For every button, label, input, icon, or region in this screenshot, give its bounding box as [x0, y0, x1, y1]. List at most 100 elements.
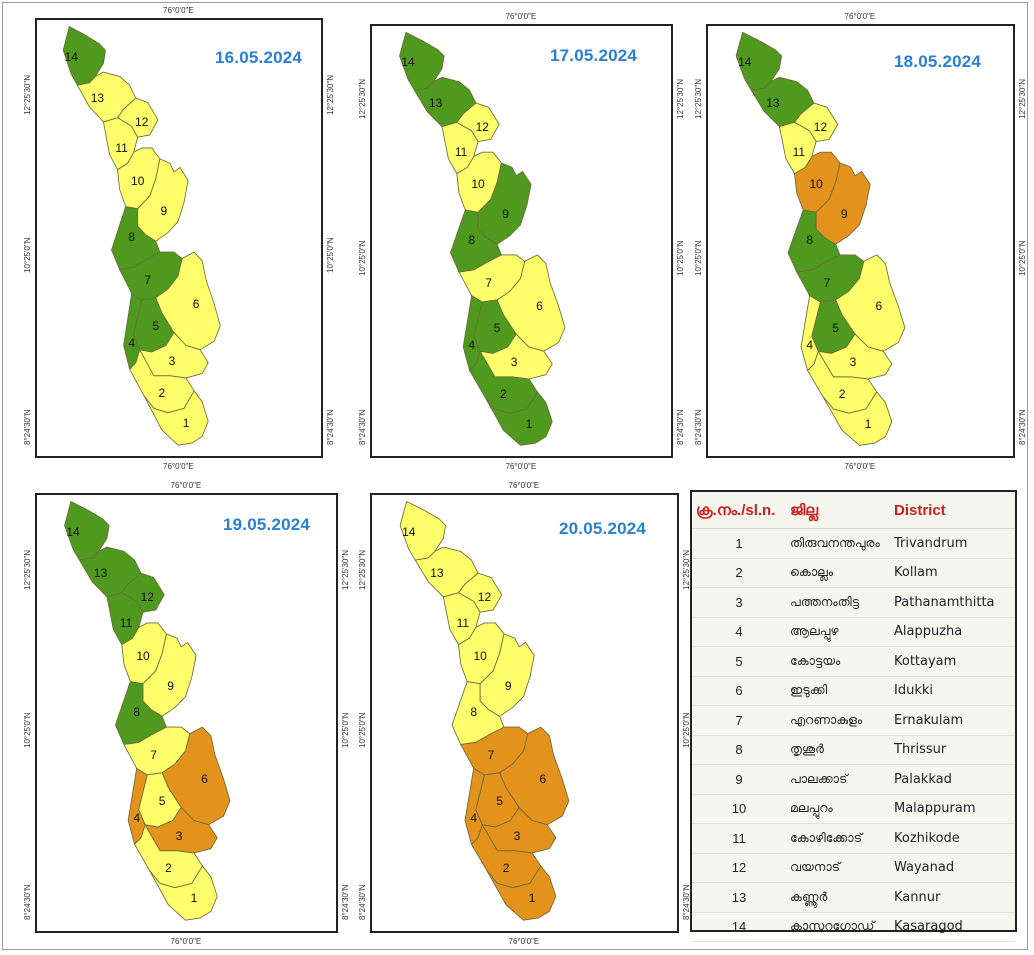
district-14: [735, 31, 783, 91]
longitude-label: 76°0'0"E: [844, 462, 876, 471]
latitude-label: 10°25'0"N: [326, 237, 335, 274]
legend-district-malayalam: ഇടുക്കി: [786, 676, 890, 706]
district-number-label: 9: [167, 678, 174, 693]
legend-district-malayalam: വയനാട്: [786, 853, 890, 883]
district-number-label: 10: [809, 177, 823, 192]
latitude-label: 10°25'0"N: [23, 712, 32, 749]
district-number-label: 5: [158, 793, 166, 808]
legend-district-malayalam: ആലപ്പുഴ: [786, 617, 890, 647]
district-number-label: 13: [430, 566, 444, 581]
district-14: [399, 500, 447, 561]
district-number-label: 4: [470, 811, 477, 826]
district-6: [496, 254, 566, 352]
district-number-label: 1: [528, 891, 536, 906]
district-number-label: 12: [475, 119, 489, 134]
legend-district-malayalam: പത്തനംതിട്ട: [786, 587, 890, 618]
latitude-label: 12°25'30"N: [326, 74, 335, 115]
latitude-label: 12°25'30"N: [1018, 79, 1027, 120]
latitude-label: 10°25'0"N: [358, 712, 367, 749]
legend-district-english: Kasaragod: [890, 912, 1015, 942]
legend-district-english: Palakkad: [890, 764, 1015, 795]
map-date-title: 16.05.2024: [215, 48, 303, 67]
header-serial-number: ക്ര.നം./sl.n.: [692, 492, 786, 529]
legend-serial-number: 2: [692, 558, 786, 588]
kerala-district-map: [399, 31, 566, 446]
legend-district-malayalam: പാലക്കാട്: [786, 764, 890, 795]
district-number-label: 14: [64, 49, 78, 64]
kerala-district-map: [735, 31, 906, 446]
legend-district-malayalam: കോഴിക്കോട്: [786, 823, 890, 854]
district-number-label: 3: [513, 828, 521, 843]
district-14: [399, 31, 445, 91]
district-number-label: 2: [165, 861, 172, 876]
district-number-label: 13: [428, 96, 443, 110]
district-number-label: 14: [401, 55, 415, 70]
district-number-label: 7: [487, 748, 495, 763]
district-number-label: 13: [90, 91, 105, 106]
longitude-label: 76°0'0"E: [170, 937, 202, 946]
legend-district-english: Idukki: [890, 676, 1015, 706]
legend-district-malayalam: കണ്ണൂർ: [786, 882, 890, 913]
district-14: [64, 500, 110, 561]
legend-district-malayalam: മലപ്പുറം: [786, 794, 890, 824]
district-number-label: 11: [115, 140, 128, 155]
longitude-label: 76°0'0"E: [163, 462, 194, 471]
district-number-label: 6: [201, 772, 208, 787]
district-number-label: 3: [849, 354, 857, 369]
latitude-label: 8°24'30"N: [694, 409, 703, 445]
district-number-label: 9: [504, 678, 512, 693]
district-number-label: 8: [133, 704, 140, 719]
district-number-label: 8: [468, 232, 475, 247]
district-9: [815, 162, 871, 245]
latitude-label: 8°24'30"N: [341, 884, 350, 920]
district-number-label: 4: [806, 337, 813, 352]
district-number-label: 4: [133, 811, 140, 826]
longitude-label: 76°0'0"E: [505, 12, 537, 21]
latitude-label: 10°25'0"N: [358, 240, 367, 276]
legend-serial-number: 12: [692, 853, 786, 883]
district-number-label: 12: [140, 589, 154, 604]
legend-district-english: Kannur: [890, 882, 1015, 913]
latitude-label: 12°25'30"N: [341, 549, 350, 590]
district-6: [161, 726, 231, 826]
latitude-label: 12°25'30"N: [694, 79, 703, 120]
legend-district-malayalam: എറണാകുളം: [786, 705, 890, 736]
district-number-label: 2: [838, 386, 846, 401]
district-number-label: 14: [738, 55, 752, 70]
district-number-label: 12: [813, 119, 828, 134]
legend-header-row: ക്ര.നം./sl.n. ജില്ല District: [692, 492, 1015, 529]
legend-district-english: Ernakulam: [890, 705, 1015, 736]
legend-serial-number: 3: [692, 587, 786, 618]
latitude-label: 8°24'30"N: [326, 409, 335, 445]
district-number-label: 6: [192, 297, 200, 312]
legend-serial-number: 14: [692, 912, 786, 942]
district-number-label: 7: [144, 273, 152, 288]
latitude-label: 8°24'30"N: [1018, 409, 1027, 445]
district-6: [499, 726, 570, 826]
legend-district-english: Trivandrum: [890, 528, 1015, 559]
legend-district-english: Wayanad: [890, 853, 1015, 883]
kerala-district-map: [399, 500, 570, 921]
district-number-label: 3: [168, 353, 176, 368]
district-number-label: 8: [128, 229, 135, 244]
district-6: [835, 254, 906, 352]
district-number-label: 6: [536, 299, 543, 314]
district-number-label: 5: [496, 793, 503, 808]
district-number-label: 10: [471, 177, 485, 192]
district-number-label: 1: [864, 416, 872, 431]
district-number-label: 6: [875, 299, 883, 314]
district-9: [137, 158, 189, 242]
district-number-label: 1: [525, 416, 533, 431]
district-number-label: 9: [502, 207, 509, 222]
legend-district-english: Alappuzha: [890, 617, 1015, 647]
